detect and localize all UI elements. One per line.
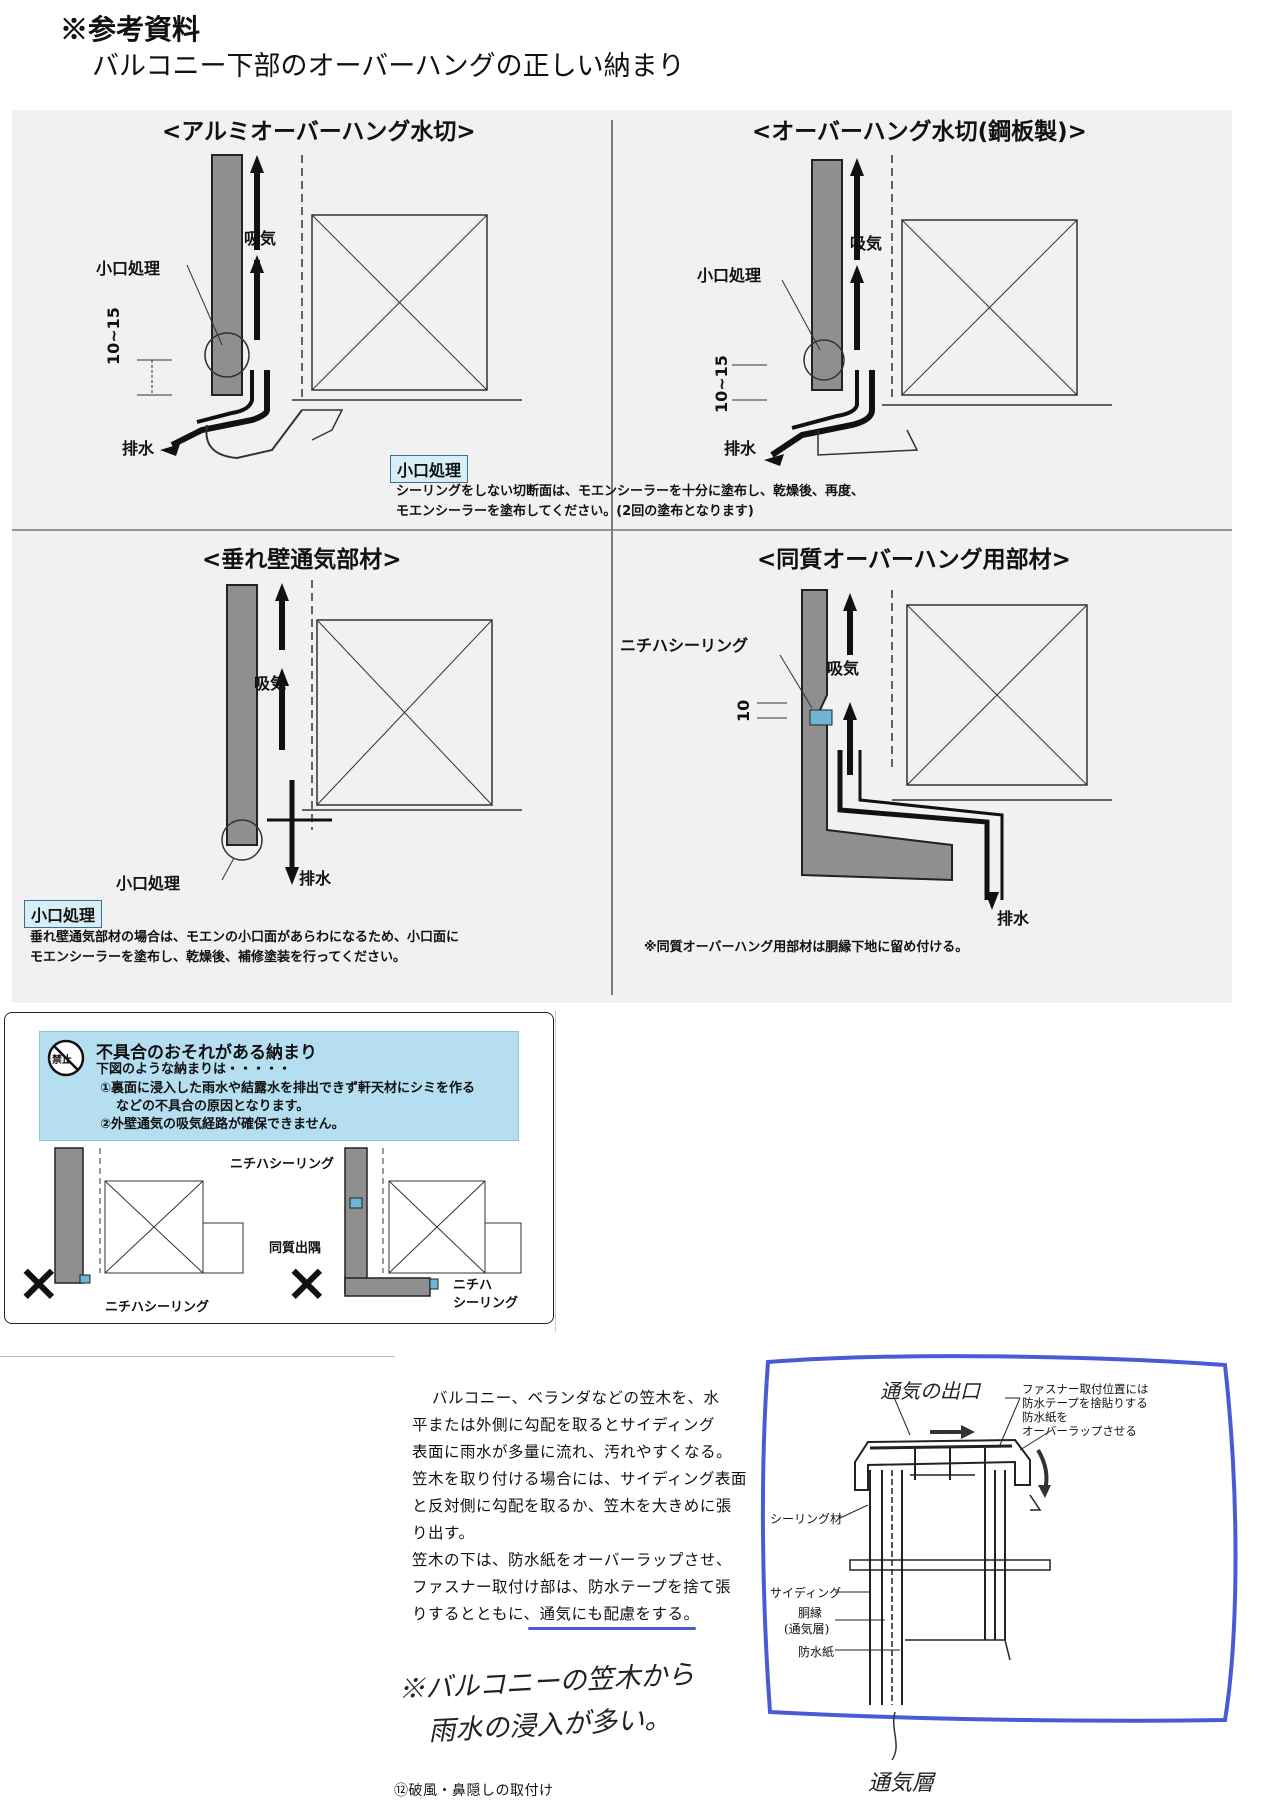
text-line-7: 笠木の下は、防水紙をオーバーラップさせ、 [412,1551,732,1569]
prohibited-badge-text: 禁止 [52,1055,72,1066]
text-line-2: 平または外側に勾配を取るとサイディング [412,1416,715,1434]
ng-mark-left: × [17,1253,61,1313]
text-line-8: ファスナー取付け部は、防水テープを捨て張 [412,1578,732,1596]
note1-line2: モエンシーラーを塗布してください。(2回の塗布となります) [396,504,754,519]
horizontal-divider [0,1356,395,1357]
panel2-dim-label: 10~15 [712,355,731,413]
label-furring-sub: (通気層) [784,1622,830,1636]
panel1-edge-label: 小口処理 [96,259,161,278]
panel1-title: <アルミオーバーハング水切> [162,119,476,145]
panel2-drain-label: 排水 [724,439,757,458]
section-footer: ⑫破風・鼻隠しの取付け [394,1783,554,1799]
vertical-divider [555,1010,556,1332]
panel4-note: ※同質オーバーハング用部材は胴縁下地に留め付ける。 [644,940,969,955]
text-line-9: りするとともに、通気にも配慮をする。 [412,1605,700,1623]
label-fastener-line1: ファスナー取付位置には [1022,1382,1149,1396]
detail-figure-sheet: <アルミオーバーハング水切> 吸気 小口処理 10~15 排水 <オーバーハング… [12,110,1232,1003]
warning-left-label: ニチハシーリング [105,1300,210,1315]
note3-line1: 垂れ壁通気部材の場合は、モエンの小口面があらわになるため、小口面に [30,930,460,945]
text-line-6: り出す。 [412,1524,475,1542]
text-line-5: と反対側に勾配を取るか、笠木を大きめに張 [412,1497,732,1515]
text-line-3: 表面に雨水が多量に流れ、汚れやすくなる。 [412,1443,733,1461]
page-title: ※参考資料 [60,13,201,46]
panel4-intake-label: 吸気 [827,659,860,678]
panel1-dim-label: 10~15 [104,307,123,365]
note1-line1: シーリングをしない切断面は、モエンシーラーを十分に塗布し、乾燥後、再度、 [396,484,865,499]
label-paper-line1: 防水紙を [1022,1410,1068,1424]
page-subtitle: バルコニー下部のオーバーハングの正しい納まり [92,51,685,82]
label-sealant: シーリング材 [770,1512,843,1526]
warning-banner: 禁止 不具合のおそれがある納まり 下図のような納まりは・・・・・ ①裏面に浸入し… [39,1031,519,1141]
panel4-dim-label: 10 [734,699,753,722]
panel2-title: <オーバーハング水切(鋼板製)> [752,119,1087,145]
label-siding: サイディング [770,1586,842,1600]
warning-title: 不具合のおそれがある納まり [96,1043,317,1063]
panel4-seal-label: ニチハシーリング [620,636,749,655]
hand-label-vent-layer: 通気層 [868,1771,935,1796]
text-line-4: 笠木を取り付ける場合には、サイディング表面 [412,1470,747,1488]
panel3-drain-label: 排水 [299,869,332,888]
panel1-intake-label: 吸気 [244,229,277,248]
warning-right-label1: ニチハシーリング [230,1157,335,1172]
warning-intro: 下図のような納まりは・・・・・ [96,1062,292,1077]
warning-box: 禁止 不具合のおそれがある納まり 下図のような納まりは・・・・・ ①裏面に浸入し… [4,1012,554,1324]
panel4-title: <同質オーバーハング用部材> [757,547,1071,573]
panel4-drain-label: 排水 [997,909,1030,928]
text-line-1: バルコニー、ベランダなどの笠木を、水 [432,1389,720,1407]
panel3-title: <垂れ壁通気部材> [202,547,402,573]
warning-right-label3b: シーリング [453,1296,519,1311]
label-furring: 胴縁 [798,1606,823,1620]
handwritten-note-line2: 雨水の浸入が多い。 [427,1703,672,1748]
warning-item1a: ①裏面に浸入した雨水や結露水を排出できず軒天材にシミを作る [100,1081,476,1096]
hand-label-vent-exit: 通気の出口 [880,1379,980,1403]
warning-drawings [54,1147,522,1297]
note3-tag: 小口処理 [24,900,103,928]
ng-mark-right: × [285,1253,329,1313]
warning-right-label2: 同質出隅 [269,1241,322,1256]
detail-drawings [12,120,1232,995]
warning-item1b: などの不具合の原因となります。 [116,1099,310,1114]
warning-item2: ②外壁通気の吸気経路が確保できません。 [100,1117,345,1132]
label-waterproof-paper: 防水紙 [798,1645,835,1659]
prohibited-icon [47,1039,85,1077]
panel1-drain-label: 排水 [122,439,155,458]
warning-right-label3a: ニチハ [453,1278,493,1293]
label-fastener: ファスナー取付位置には 防水テープを捨貼りする 防水紙を オーバーラップさせる [1022,1382,1149,1438]
label-paper-line2: オーバーラップさせる [1022,1424,1137,1438]
panel2-edge-label: 小口処理 [697,266,762,285]
label-fastener-line2: 防水テープを捨貼りする [1022,1396,1148,1410]
note1-tag: 小口処理 [390,455,469,483]
note3-line2: モエンシーラーを塗布し、乾燥後、補修塗装を行ってください。 [30,950,406,965]
panel3-intake-label: 吸気 [254,674,287,693]
handwritten-underline [528,1627,696,1630]
panel3-edge-label: 小口処理 [116,874,181,893]
panel2-intake-label: 吸気 [850,234,883,253]
